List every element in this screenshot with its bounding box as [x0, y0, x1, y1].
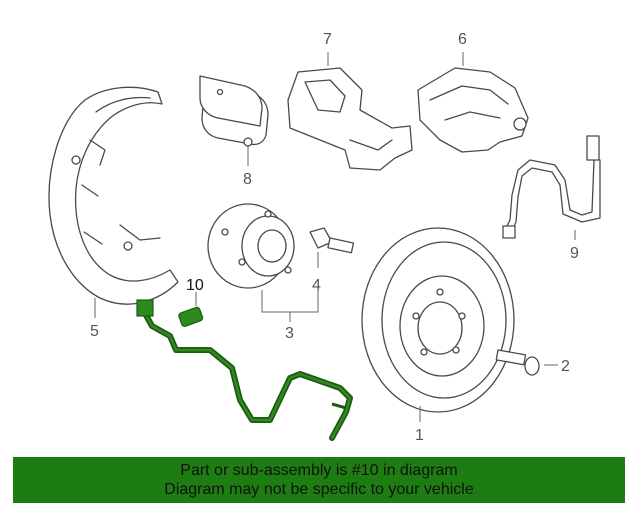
caliper-part [417, 67, 529, 153]
rotor-part [361, 227, 515, 413]
callout-8: 8 [243, 171, 252, 188]
rotor-bolt-part [495, 349, 540, 376]
banner-line-1: Part or sub-assembly is #10 in diagram [180, 462, 458, 479]
callout-10: 10 [186, 277, 204, 294]
brake-hose-part [502, 135, 601, 239]
callout-2: 2 [561, 358, 570, 375]
callout-7: 7 [323, 31, 332, 48]
callout-1: 1 [415, 427, 424, 444]
callout-6: 6 [458, 31, 467, 48]
brake-pads-part [199, 75, 269, 147]
callout-9: 9 [570, 245, 579, 262]
wheel-speed-sensor-part[interactable] [136, 299, 353, 441]
banner-line-2: Diagram may not be specific to your vehi… [164, 481, 474, 498]
callout-3: 3 [285, 325, 294, 342]
callout-4: 4 [312, 277, 321, 294]
info-banner: Part or sub-assembly is #10 in diagram D… [13, 457, 625, 503]
dust-shield-part [48, 86, 179, 305]
leader-lines [94, 52, 576, 422]
hub-bearing-part [207, 203, 295, 289]
callout-5: 5 [90, 323, 99, 340]
caliper-bracket-part [287, 67, 413, 171]
hub-bolt-part [309, 227, 355, 254]
